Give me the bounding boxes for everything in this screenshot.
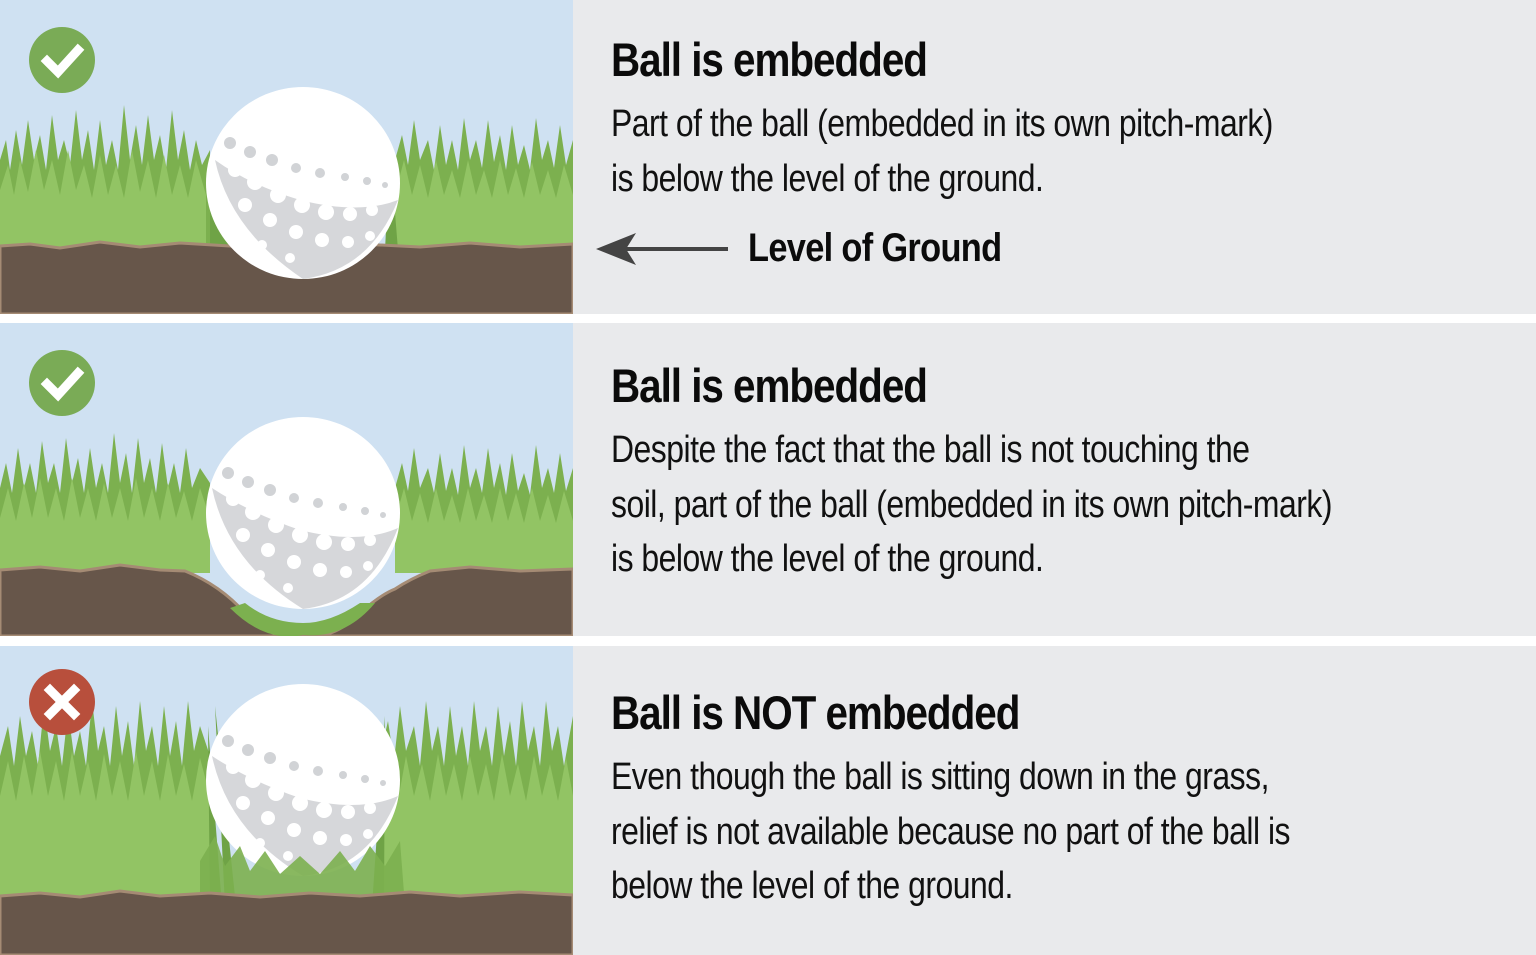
- level-of-ground-annotation: Level of Ground: [596, 226, 1043, 271]
- grass-soil-ball-illustration: [0, 0, 573, 314]
- grass-soil-ball-illustration: [0, 323, 573, 636]
- panel-embedded-below-ground: Ball is embedded Part of the ball (embed…: [0, 0, 1536, 314]
- panel-title: Ball is NOT embedded: [611, 686, 1020, 739]
- check-icon: [29, 350, 95, 416]
- illustration-ball-in-pitch-mark: [0, 0, 573, 314]
- soil-icon: [0, 889, 573, 955]
- golf-ball-icon: [206, 684, 400, 876]
- grass-icon: [0, 701, 573, 906]
- panel-not-embedded: Ball is NOT embedded Even though the bal…: [0, 646, 1536, 955]
- level-of-ground-label: Level of Ground: [748, 226, 1002, 270]
- golf-ball-icon: [206, 417, 400, 609]
- panel-description: Even though the ball is sitting down in …: [611, 756, 1291, 907]
- grass-icon: [0, 433, 573, 573]
- check-icon: [29, 27, 95, 93]
- grass-icon: [0, 105, 573, 250]
- golf-ball-icon: [206, 87, 400, 279]
- illustration-ball-above-soil-in-pitch-mark: [0, 323, 573, 636]
- soil-icon: [0, 563, 573, 636]
- panel-title: Ball is embedded: [611, 33, 928, 86]
- illustration-ball-sitting-in-grass: [0, 646, 573, 955]
- panel-description: Part of the ball (embedded in its own pi…: [611, 103, 1273, 200]
- grass-soil-ball-illustration: [0, 646, 573, 955]
- panel-title: Ball is embedded: [611, 359, 928, 412]
- arrow-left-icon: [596, 232, 728, 265]
- panel-embedded-not-touching-soil: Ball is embedded Despite the fact that t…: [0, 323, 1536, 636]
- cross-icon: [29, 669, 95, 735]
- panel-description: Despite the fact that the ball is not to…: [611, 429, 1332, 580]
